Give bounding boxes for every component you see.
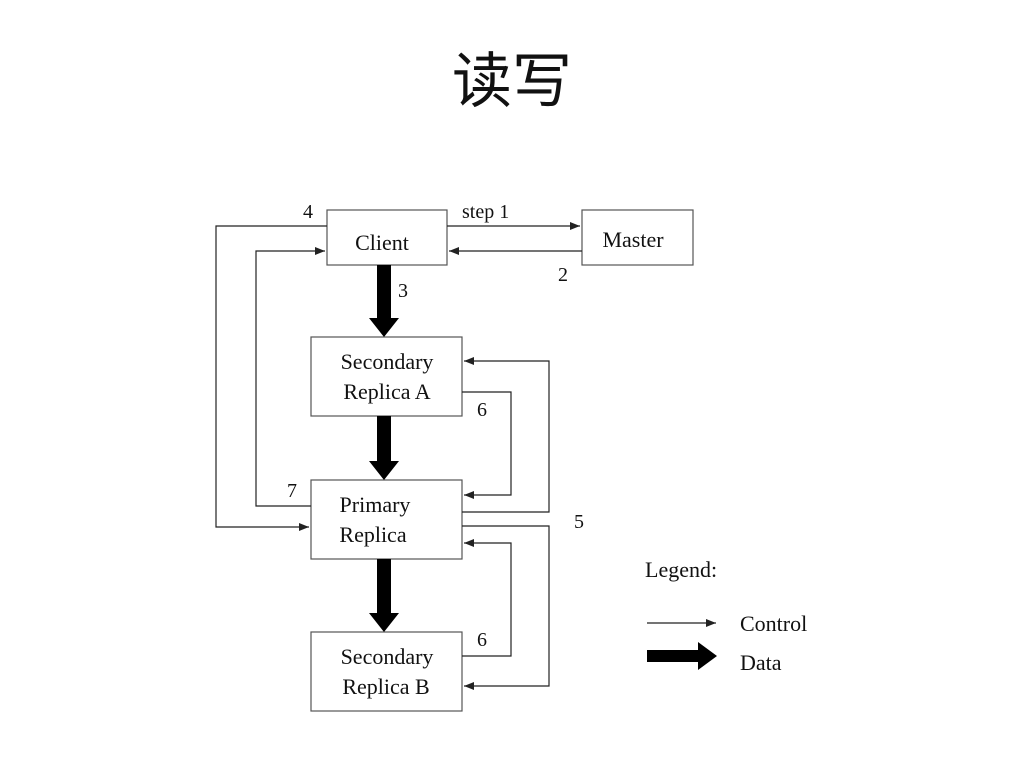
control-arrow-step4 (215, 225, 327, 531)
step6-label-b: 6 (477, 629, 487, 651)
secondary-a-label-line1: Secondary (341, 349, 434, 374)
step2-label: 2 (558, 264, 568, 286)
secondary-a-label-line2: Replica A (343, 379, 430, 404)
data-arrow-primary-to-secondary-b (369, 559, 399, 632)
secondary-b-label-line1: Secondary (341, 644, 434, 669)
step5-label: 5 (574, 511, 584, 533)
step7-label: 7 (287, 480, 297, 502)
legend-data-arrow (647, 642, 717, 670)
data-arrow-secondary-a-to-primary (369, 416, 399, 480)
master-box (581, 209, 694, 266)
legend-data-label: Data (740, 650, 782, 675)
secondary-replica-b-box (310, 631, 463, 712)
step1-label: step 1 (462, 201, 509, 223)
client-box (326, 209, 448, 266)
control-arrow-step6-from-secondary-a (462, 391, 512, 499)
page-title: 读写 (452, 47, 572, 117)
secondary-replica-a-box (310, 336, 463, 417)
control-arrow-step5-to-secondary-a (462, 357, 550, 513)
step4-label: 4 (303, 201, 313, 223)
client-label: Client (355, 230, 409, 255)
control-arrow-step5-to-secondary-b (462, 525, 550, 690)
legend-title: Legend: (645, 557, 717, 582)
control-arrow-step6-from-secondary-b (462, 539, 512, 657)
secondary-b-label-line2: Replica B (342, 674, 429, 699)
step3-label: 3 (398, 280, 408, 302)
data-arrow-client-to-secondary-a (369, 265, 399, 337)
master-label: Master (602, 227, 664, 252)
legend-control-label: Control (740, 611, 807, 636)
primary-replica-box (310, 479, 463, 560)
primary-label-line2: Replica (339, 522, 406, 547)
control-arrow-step7 (255, 247, 325, 507)
step6-label-a: 6 (477, 399, 487, 421)
primary-label-line1: Primary (340, 492, 411, 517)
